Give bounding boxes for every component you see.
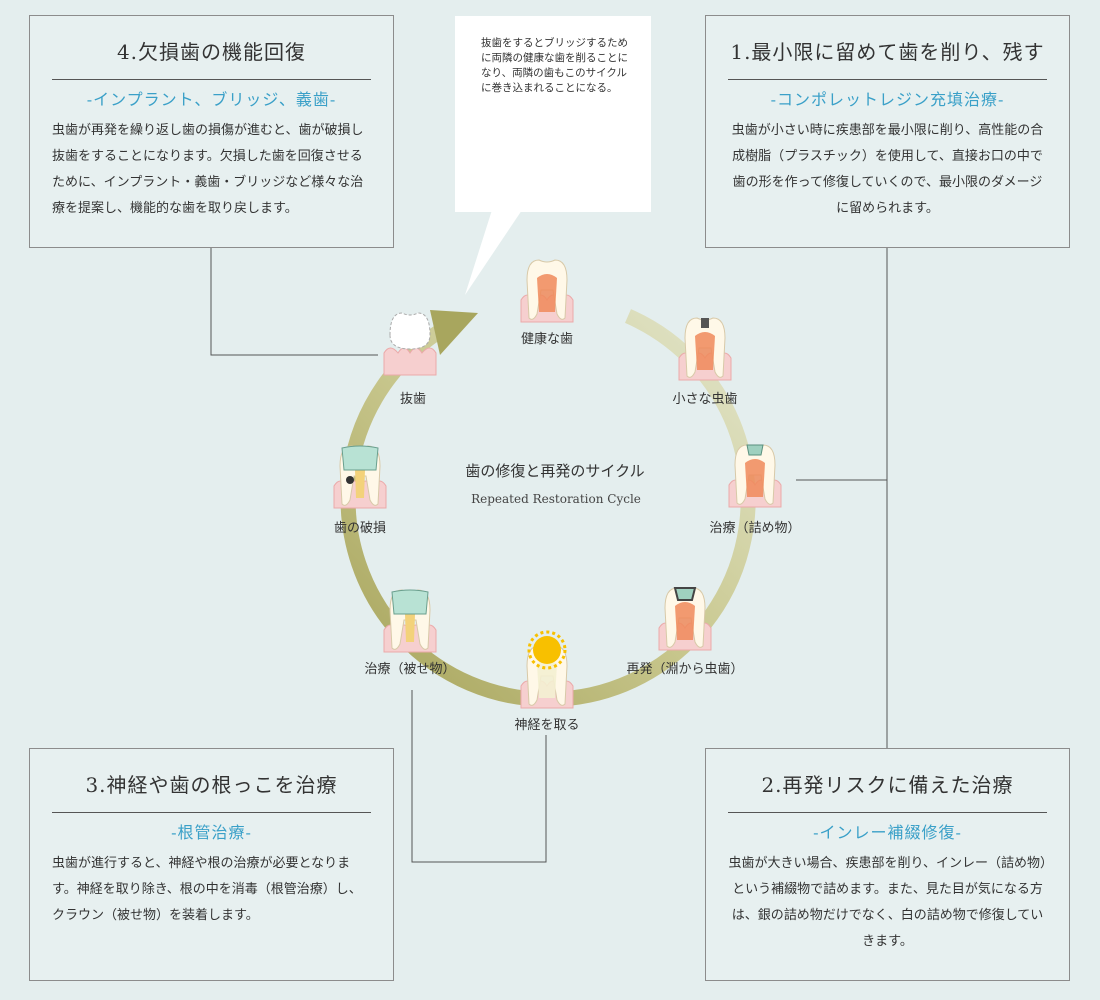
tooth-extraction — [383, 312, 437, 376]
stage-label-fracture: 歯の破損 — [333, 521, 387, 536]
stage-label-healthy: 健康な歯 — [520, 332, 574, 347]
box-4-subtitle: -インプラント、ブリッジ、義歯- — [86, 90, 337, 109]
info-box-3: 3.神経や歯の根っこを治療 -根管治療- 虫歯が進行すると、神経や根の治療が必要… — [29, 748, 394, 981]
tooth-recurrence — [658, 587, 712, 651]
box-2-subtitle: -インレー補綴修復- — [813, 823, 962, 842]
connector-lines — [210, 248, 888, 863]
box-1-subtitle: -コンポレットレジン充填治療- — [770, 90, 1005, 109]
tooth-healthy — [520, 259, 574, 323]
tooth-filling — [728, 444, 782, 508]
box-1-body: 虫歯が小さい時に疾患部を最小限に削り、高性能の合成樹脂（プラスチック）を使用して… — [731, 123, 1044, 216]
box-2-body: 虫歯が大きい場合、疾患部を削り、インレー（詰め物）という補綴物で詰めます。また、… — [728, 856, 1047, 949]
stage-label-filling: 治療（詰め物） — [709, 521, 801, 536]
box-4-divider — [52, 79, 371, 80]
tooth-fracture — [333, 445, 387, 509]
info-box-1: 1.最小限に留めて歯を削り、残す -コンポレットレジン充填治療- 虫歯が小さい時… — [705, 15, 1070, 248]
box-3-subtitle: -根管治療- — [171, 823, 252, 842]
tooth-nerve — [520, 630, 574, 709]
stage-label-small-caries: 小さな虫歯 — [672, 392, 738, 407]
stage-label-nerve: 神経を取る — [514, 718, 580, 733]
box-3-title: 3.神経や歯の根っこを治療 — [85, 773, 338, 797]
stage-label-crown: 治療（被せ物） — [364, 662, 456, 677]
cycle-subtitle: Repeated Restoration Cycle — [471, 492, 641, 506]
cycle-arrowhead — [430, 310, 478, 355]
callout-tail — [465, 210, 522, 295]
tooth-small-caries — [678, 317, 732, 381]
box-1-title: 1.最小限に留めて歯を削り、残す — [730, 40, 1045, 64]
stage-label-extraction: 抜歯 — [399, 392, 427, 407]
box-1-divider — [728, 79, 1047, 80]
cycle-title: 歯の修復と再発のサイクル — [465, 462, 645, 480]
stage-label-recurrence: 再発（淵から虫歯） — [626, 662, 744, 677]
box-4-title: 4.欠損歯の機能回復 — [116, 40, 307, 64]
tooth-crown — [383, 589, 437, 653]
callout-box: 抜歯をするとブリッジするために両隣の健康な歯を削ることになり、両隣の歯もこのサイ… — [455, 16, 651, 212]
info-box-4: 4.欠損歯の機能回復 -インプラント、ブリッジ、義歯- 虫歯が再発を繰り返し歯の… — [29, 15, 394, 248]
box-3-body: 虫歯が進行すると、神経や根の治療が必要となります。神経を取り除き、根の中を消毒（… — [52, 856, 362, 923]
box-2-title: 2.再発リスクに備えた治療 — [761, 773, 1014, 797]
info-box-2: 2.再発リスクに備えた治療 -インレー補綴修復- 虫歯が大きい場合、疾患部を削り… — [705, 748, 1070, 981]
box-2-divider — [728, 812, 1047, 813]
box-3-divider — [52, 812, 371, 813]
box-4-body: 虫歯が再発を繰り返し歯の損傷が進むと、歯が破損し抜歯をすることになります。欠損し… — [52, 123, 364, 216]
callout-text: 抜歯をするとブリッジするために両隣の健康な歯を削ることになり、両隣の歯もこのサイ… — [481, 37, 628, 94]
